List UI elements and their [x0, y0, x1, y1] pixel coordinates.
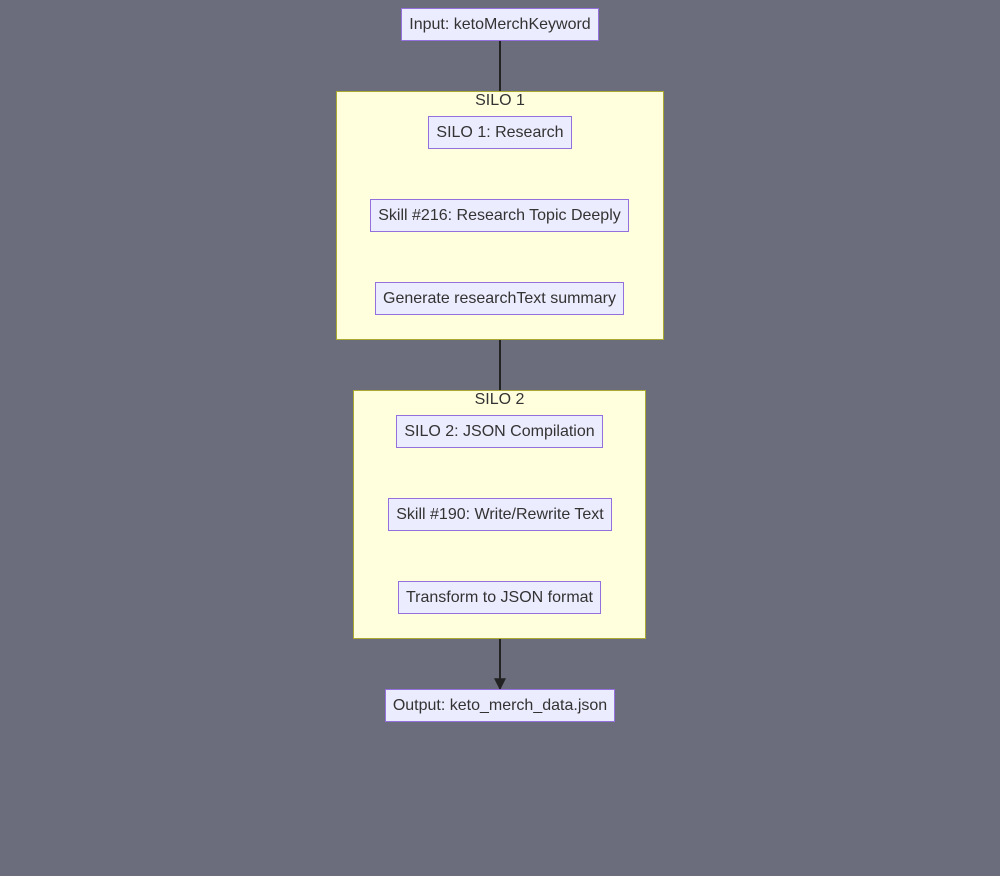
- silo-2-label: SILO 2: [474, 391, 525, 408]
- skill-216-node[interactable]: Skill #216: Research Topic Deeply: [370, 199, 629, 232]
- silo-1-research-node[interactable]: SILO 1: Research: [428, 116, 572, 149]
- transform-json-node[interactable]: Transform to JSON format: [398, 581, 601, 614]
- input-node[interactable]: Input: ketoMerchKeyword: [401, 8, 599, 41]
- silo-1-label: SILO 1: [475, 92, 525, 109]
- generate-summary-node[interactable]: Generate researchText summary: [375, 282, 624, 315]
- output-node[interactable]: Output: keto_merch_data.json: [385, 689, 615, 722]
- silo-2-json-node[interactable]: SILO 2: JSON Compilation: [396, 415, 603, 448]
- skill-190-node[interactable]: Skill #190: Write/Rewrite Text: [388, 498, 612, 531]
